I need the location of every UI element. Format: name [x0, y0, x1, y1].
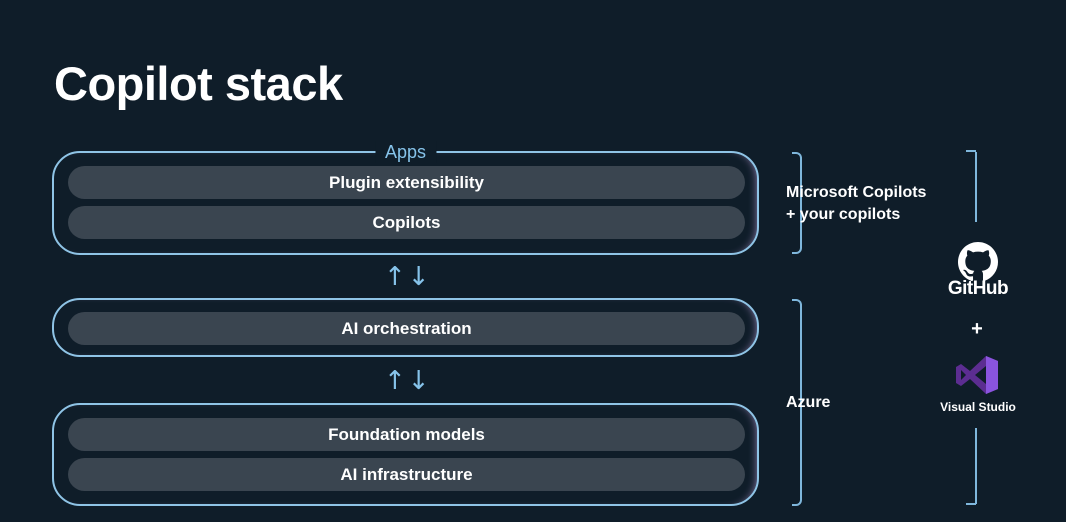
- github-label: GitHub: [947, 278, 1009, 299]
- copilots-line-2: + your copilots: [786, 206, 901, 223]
- copilots-line-1: Microsoft Copilots: [786, 184, 927, 201]
- visual-studio-icon: [956, 356, 998, 394]
- plus-sign: +: [971, 318, 983, 340]
- tools-rail-bottom-cap: [966, 503, 976, 505]
- foundation-models-bar: Foundation models: [68, 418, 745, 451]
- ai-orchestration-bar: AI orchestration: [68, 312, 745, 345]
- azure-bracket: [792, 299, 802, 506]
- slide-title: Copilot stack: [54, 57, 343, 110]
- tools-rail-bottom: [975, 428, 977, 504]
- foundation-group: Foundation models AI infrastructure: [52, 403, 759, 506]
- tools-rail-top: [975, 152, 977, 222]
- apps-group-label: Apps: [374, 141, 437, 163]
- up-down-arrows-icon: ↑↓: [384, 366, 432, 396]
- github-icon: [958, 242, 998, 282]
- up-down-arrows-icon: ↑↓: [384, 262, 432, 292]
- ai-infrastructure-bar: AI infrastructure: [68, 458, 745, 491]
- orchestration-group: AI orchestration: [52, 298, 759, 357]
- azure-label: Azure: [786, 394, 831, 411]
- tools-rail-top-cap: [966, 150, 976, 152]
- copilots-bracket: [792, 152, 802, 254]
- visual-studio-label: Visual Studio: [940, 400, 1016, 414]
- apps-group: Apps Plugin extensibility Copilots: [52, 141, 759, 255]
- plugin-extensibility-bar: Plugin extensibility: [68, 166, 745, 199]
- copilots-bar: Copilots: [68, 206, 745, 239]
